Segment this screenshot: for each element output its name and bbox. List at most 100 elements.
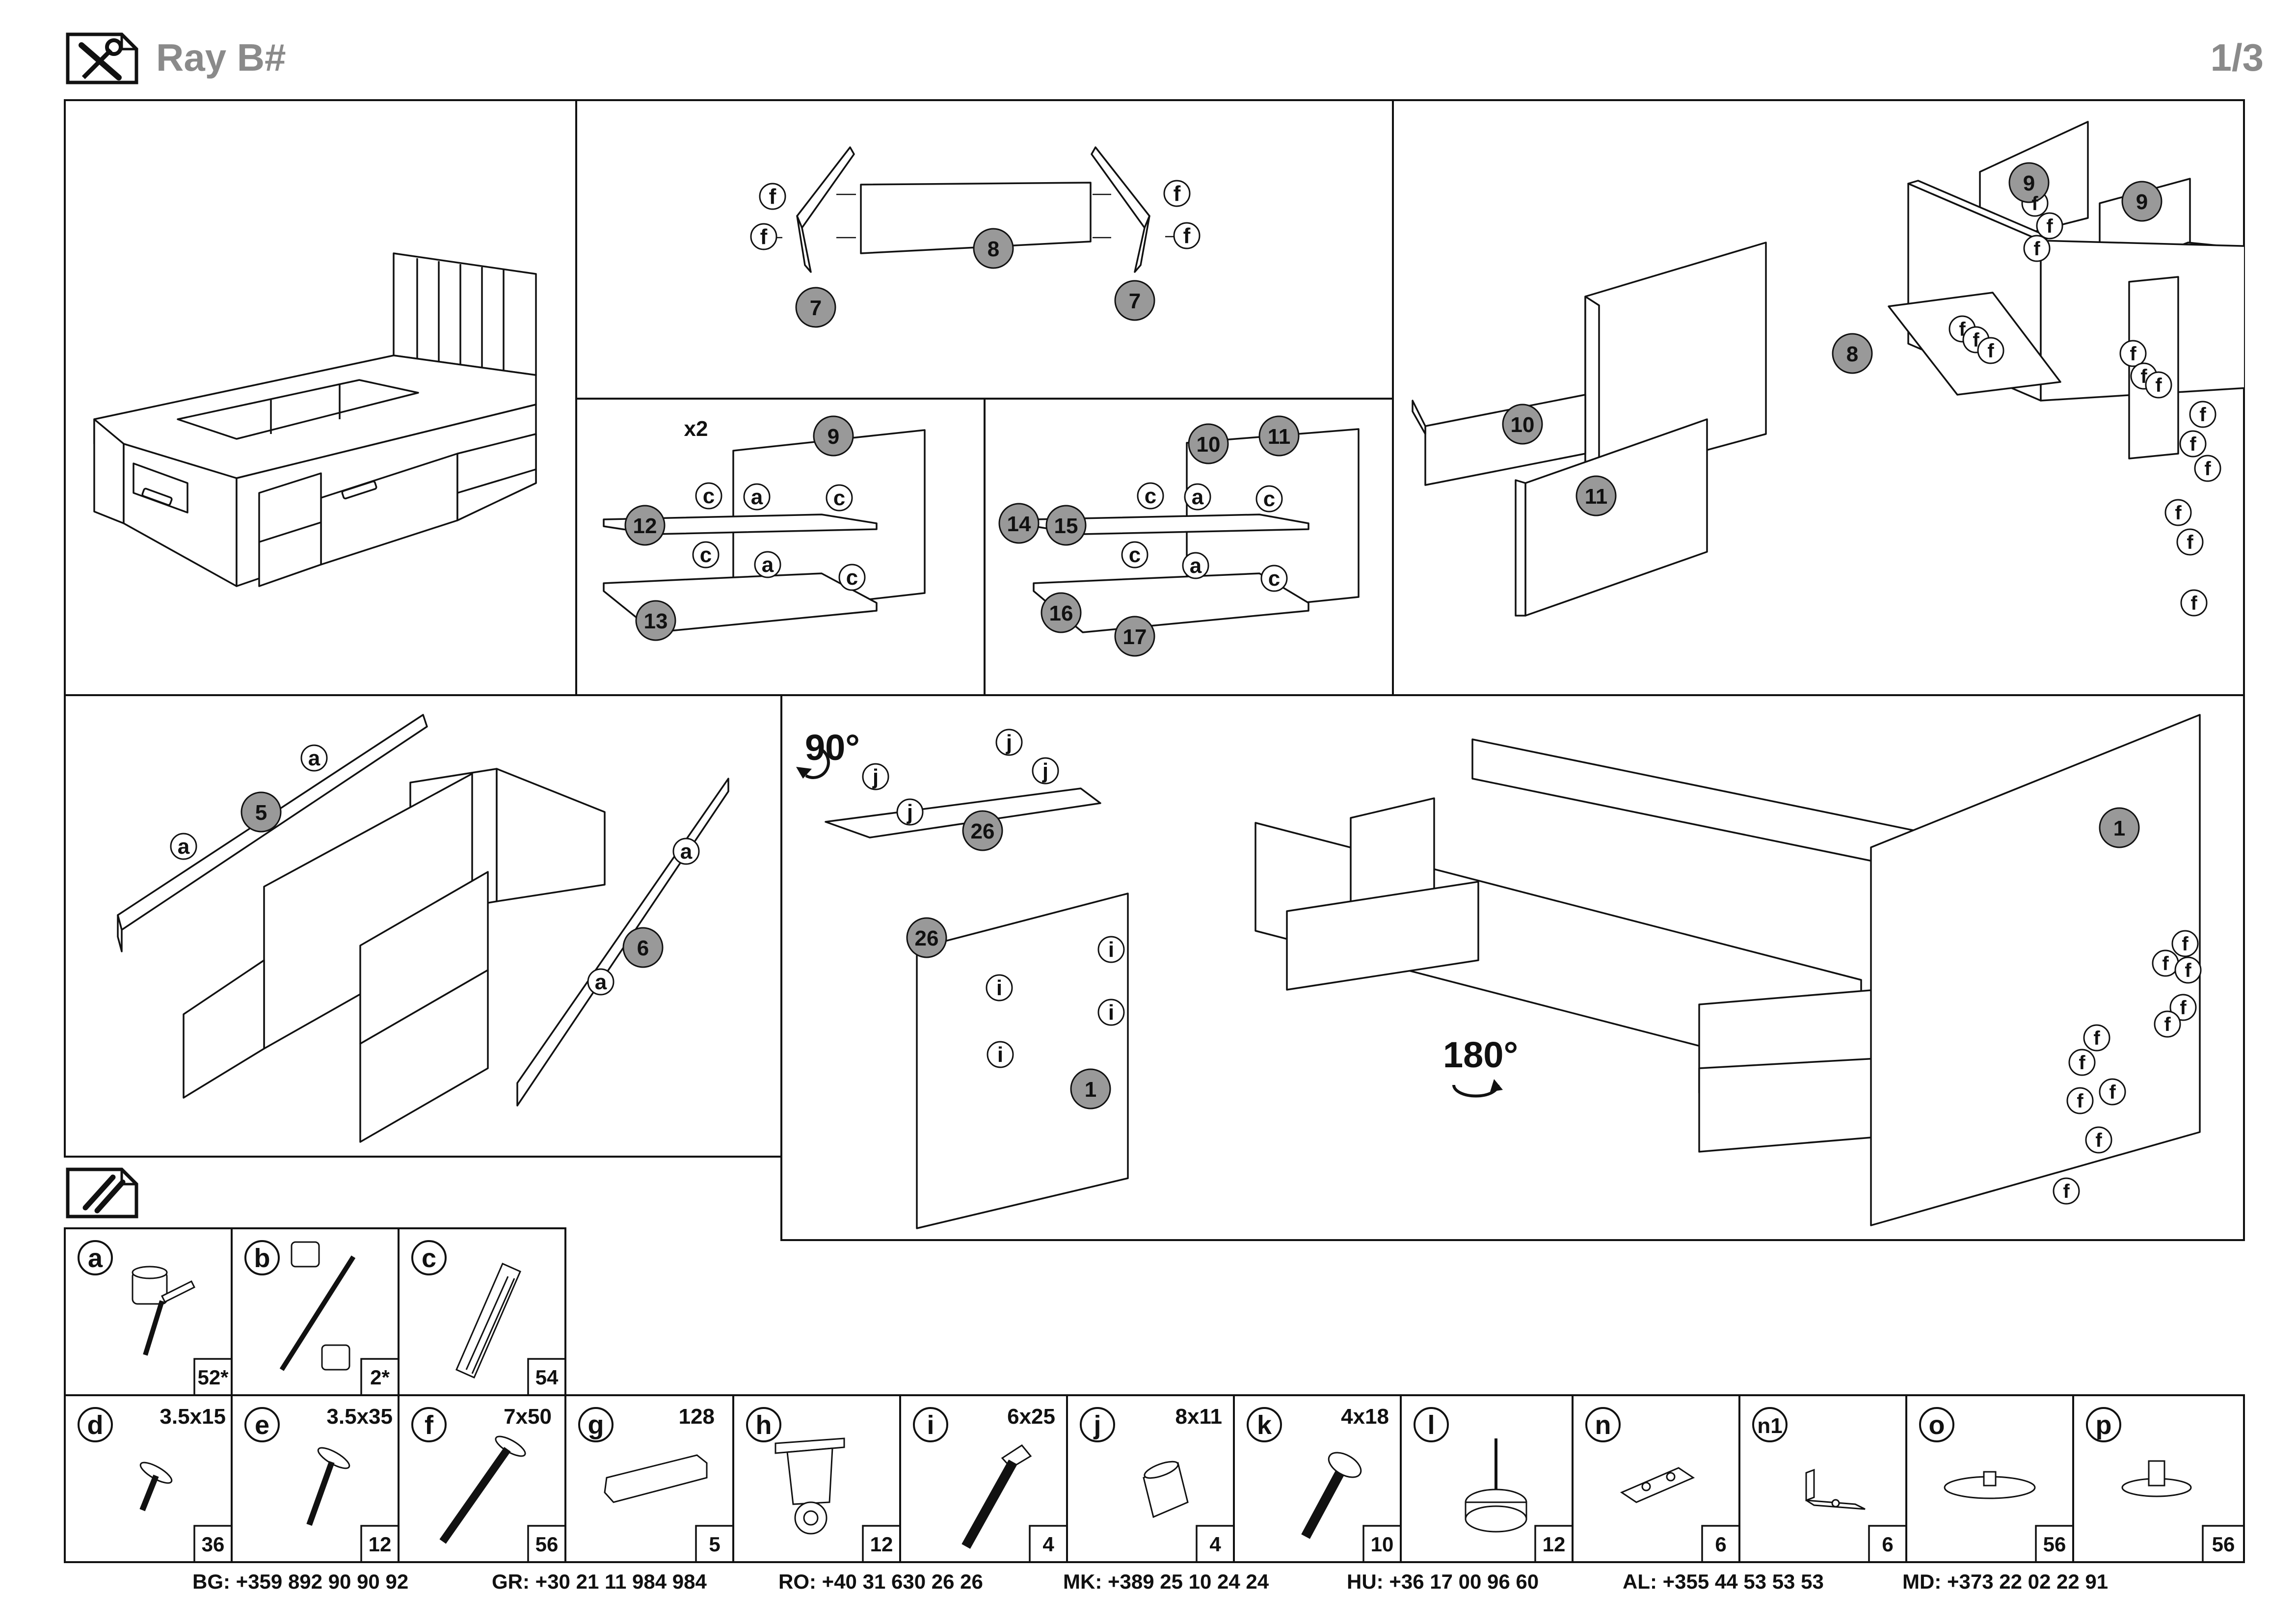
contact-gr: GR: +30 21 11 984 984 xyxy=(492,1570,707,1594)
part-number: 5 xyxy=(255,801,267,825)
part-number: 26 xyxy=(971,819,995,843)
callout-f: f xyxy=(2140,366,2147,387)
callout-f: f xyxy=(1174,182,1181,206)
hardware-letter: g xyxy=(588,1410,604,1440)
hardware-letter: h xyxy=(756,1410,772,1440)
callout-a: a xyxy=(308,746,320,770)
panel-step-center-assembly: 9 9 8 10 11 f f f f f f f f f f f f f f … xyxy=(1412,121,2244,617)
callout-f: f xyxy=(2046,216,2053,237)
callout-f: f xyxy=(2190,593,2197,614)
tools-icon xyxy=(66,32,138,84)
hardware-icon xyxy=(66,1167,138,1218)
hardware-letter: c xyxy=(422,1244,436,1273)
country-code: HU: xyxy=(1347,1570,1384,1593)
hardware-qty: 54 xyxy=(535,1366,559,1389)
panel-step-shelf-9: x2 9 12 13 c a c c a c xyxy=(603,415,926,641)
hardware-qty: 12 xyxy=(369,1533,392,1556)
hardware-letter: e xyxy=(255,1410,269,1440)
phone-number: +30 21 11 984 984 xyxy=(535,1570,707,1593)
hardware-letter: n1 xyxy=(1757,1414,1782,1438)
callout-f: f xyxy=(2187,532,2193,553)
part-number: 9 xyxy=(2023,171,2035,195)
hardware-letter: f xyxy=(425,1410,434,1440)
callout-f: f xyxy=(2199,404,2206,426)
part-number: 16 xyxy=(1049,601,1073,625)
callout-j: j xyxy=(907,800,913,824)
hardware-qty: 12 xyxy=(1543,1533,1566,1556)
callout-f: f xyxy=(2079,1052,2085,1074)
contact-hu: HU: +36 17 00 96 60 xyxy=(1347,1570,1539,1594)
country-code: RO: xyxy=(778,1570,816,1593)
hardware-letter: b xyxy=(254,1244,270,1273)
hardware-size: 8x11 xyxy=(1175,1405,1222,1429)
hardware-letter: i xyxy=(927,1410,934,1440)
contact-mk: MK: +389 25 10 24 24 xyxy=(1063,1570,1269,1594)
part-number: 15 xyxy=(1054,514,1078,538)
part-number: 7 xyxy=(810,296,822,320)
contact-phones: BG: +359 892 90 90 92 GR: +30 21 11 984 … xyxy=(0,1570,2296,1604)
hardware-letter: d xyxy=(87,1410,104,1440)
nail-glide-icon xyxy=(1465,1438,1527,1533)
hardware-qty: 2* xyxy=(370,1366,390,1389)
hardware-size: 4x18 xyxy=(1341,1405,1389,1429)
hardware-letter: k xyxy=(1257,1410,1272,1440)
part-number: 11 xyxy=(1268,425,1291,449)
callout-f: f xyxy=(2189,433,2196,455)
callout-c: c xyxy=(846,566,858,590)
callout-f: f xyxy=(769,185,776,209)
caster-wheel-icon xyxy=(774,1437,845,1535)
contact-ro: RO: +40 31 630 26 26 xyxy=(778,1570,983,1594)
callout-f: f xyxy=(2185,960,2191,981)
phone-number: +359 892 90 90 92 xyxy=(236,1570,409,1593)
panel-step-base-frame: 5 6 a a a a xyxy=(117,714,729,1143)
part-number: 17 xyxy=(1123,625,1147,649)
callout-f: f xyxy=(1987,340,1994,362)
hardware-size: 128 xyxy=(679,1405,715,1429)
callout-f: f xyxy=(2164,1014,2171,1035)
hardware-qty: 6 xyxy=(1882,1533,1893,1556)
hardware-qty: 5 xyxy=(709,1533,720,1556)
callout-j: j xyxy=(1006,731,1012,755)
phone-number: +373 22 02 22 91 xyxy=(1947,1570,2109,1593)
page-title: Ray B# xyxy=(156,36,286,79)
phone-number: +36 17 00 96 60 xyxy=(1389,1570,1539,1593)
part-number: 11 xyxy=(1585,485,1608,509)
panel-bed-overview xyxy=(93,252,537,587)
contact-al: AL: +355 44 53 53 53 xyxy=(1623,1570,1824,1594)
part-number: 6 xyxy=(637,936,649,960)
part-number: 7 xyxy=(1129,289,1141,313)
callout-a: a xyxy=(178,835,190,859)
callout-i: i xyxy=(996,976,1002,1000)
part-number: 10 xyxy=(1511,413,1535,437)
hardware-qty: 4 xyxy=(1209,1533,1221,1556)
callout-f: f xyxy=(2063,1181,2070,1202)
panel-step-shelf-10-11: 10 11 14 15 16 17 c a c c a c xyxy=(998,415,1360,657)
contact-md: MD: +373 22 02 22 91 xyxy=(1902,1570,2108,1594)
hardware-qty: 36 xyxy=(202,1533,225,1556)
double-cam-bolt-icon xyxy=(279,1241,356,1371)
callout-f: f xyxy=(2077,1090,2083,1112)
medium-screw-icon xyxy=(306,1447,350,1526)
part-number: 8 xyxy=(1846,342,1858,366)
panel-step-headboard: 90° 180° 26 26 1 1 j j j j i i i i f f f… xyxy=(796,714,2202,1229)
part-number: 13 xyxy=(644,609,668,633)
hardware-qty: 4 xyxy=(1042,1533,1054,1556)
callout-j: j xyxy=(1042,759,1048,783)
part-number: 12 xyxy=(633,514,657,538)
callout-a: a xyxy=(762,553,774,577)
country-code: AL: xyxy=(1623,1570,1657,1593)
callout-a: a xyxy=(1190,554,1202,578)
callout-f: f xyxy=(1183,224,1191,248)
hardware-letter: p xyxy=(2096,1410,2112,1440)
phone-number: +389 25 10 24 24 xyxy=(1107,1570,1269,1593)
callout-c: c xyxy=(1129,543,1141,567)
callout-f: f xyxy=(2031,193,2038,215)
hardware-qty: 56 xyxy=(2043,1533,2066,1556)
hardware-qty: 10 xyxy=(1371,1533,1394,1556)
callout-a: a xyxy=(595,970,607,994)
part-number: 10 xyxy=(1197,433,1221,457)
callout-f: f xyxy=(1959,319,1966,340)
callout-a: a xyxy=(751,485,763,509)
